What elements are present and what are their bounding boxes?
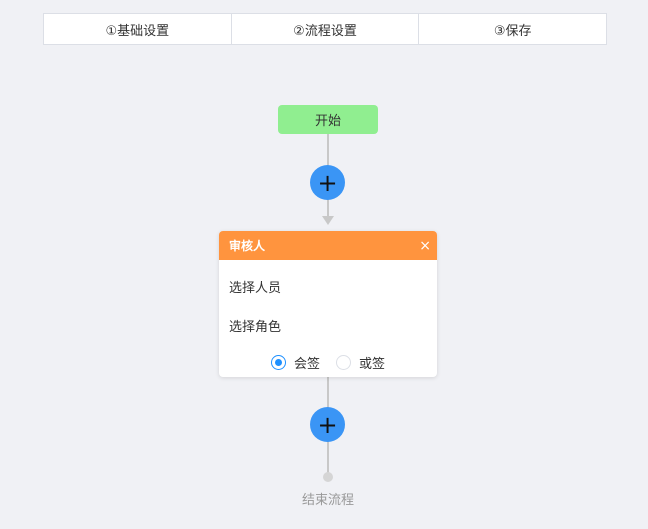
approver-header: 审核人 ×	[219, 231, 437, 260]
radio-label: 或签	[359, 357, 386, 372]
select-role-link[interactable]: 选择角色	[229, 320, 282, 335]
select-person-link[interactable]: 选择人员	[229, 281, 282, 296]
step-save[interactable]: ③保存	[419, 13, 608, 45]
end-node: 结束流程	[301, 493, 354, 508]
radio-or-sign[interactable]: 或签	[336, 353, 385, 372]
step-basic-settings[interactable]: ①基础设置	[43, 13, 232, 45]
approver-title: 审核人	[229, 239, 266, 253]
end-dot-icon	[323, 472, 333, 482]
add-node-button[interactable]: +	[310, 165, 345, 200]
steps-bar: ①基础设置 ②流程设置 ③保存	[43, 13, 608, 45]
radio-checked-icon[interactable]	[270, 355, 286, 370]
add-node-button[interactable]: +	[310, 407, 345, 442]
arrow-down-icon	[322, 216, 334, 225]
radio-label: 会签	[293, 357, 320, 372]
close-icon[interactable]: ×	[419, 237, 431, 254]
approval-mode-radio-group: 会签 或签	[219, 353, 437, 372]
approver-node: 审核人 × 选择人员 选择角色 会签 或签	[219, 231, 437, 377]
start-node: 开始	[278, 105, 378, 134]
step-flow-settings[interactable]: ②流程设置	[231, 13, 420, 45]
radio-countersign[interactable]: 会签	[270, 353, 320, 372]
radio-unchecked-icon[interactable]	[336, 355, 351, 370]
